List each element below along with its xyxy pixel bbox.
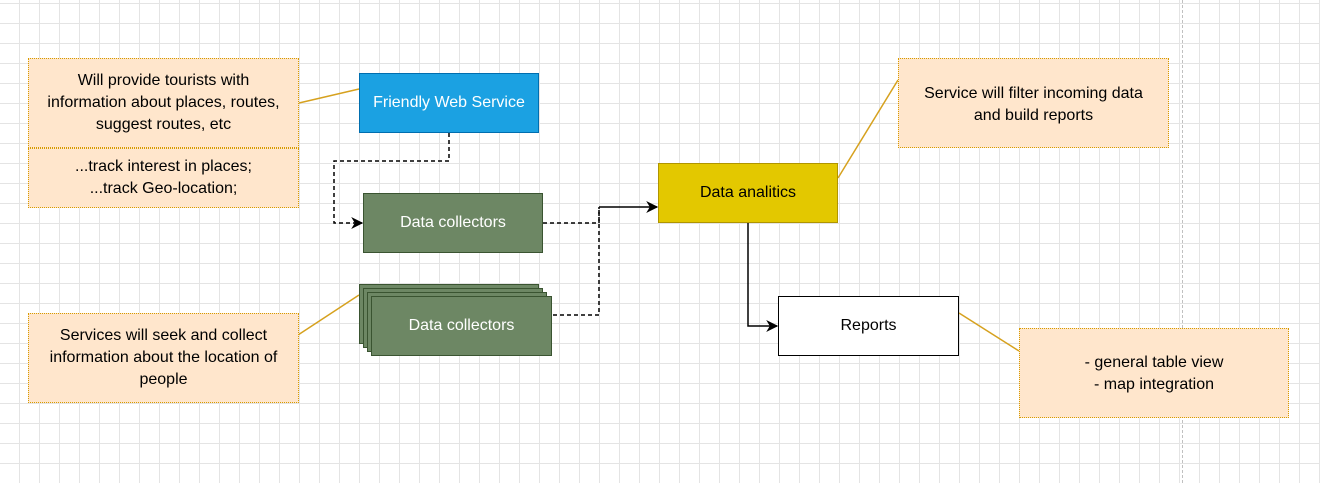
note-filter-reports[interactable]: Service will filter incoming data and bu… <box>898 58 1169 148</box>
note-link-tourists <box>298 88 360 104</box>
data-collectors-stack-node[interactable]: Data collectors <box>371 296 552 356</box>
note-link-filter <box>837 79 899 179</box>
data-collectors-node[interactable]: Data collectors <box>363 193 543 253</box>
note-link-reports <box>958 312 1020 352</box>
connector-collectors-to-analytics[interactable] <box>543 207 600 224</box>
note-link-services <box>297 294 360 336</box>
connector-web-to-collectors[interactable] <box>333 133 450 229</box>
note-services-seek[interactable]: Services will seek and collect informati… <box>28 313 299 403</box>
page-boundary-guide <box>1182 0 1183 483</box>
note-report-features[interactable]: - general table view - map integration <box>1019 328 1289 418</box>
data-analytics-node[interactable]: Data analitics <box>658 163 838 223</box>
friendly-web-service-node[interactable]: Friendly Web Service <box>359 73 539 133</box>
connector-analytics-to-reports[interactable] <box>747 223 779 332</box>
note-tourists-info[interactable]: Will provide tourists with information a… <box>28 58 299 148</box>
connector-stack-to-analytics[interactable] <box>553 207 600 316</box>
note-tracking[interactable]: ...track interest in places; ...track Ge… <box>28 148 299 208</box>
reports-node[interactable]: Reports <box>778 296 959 356</box>
